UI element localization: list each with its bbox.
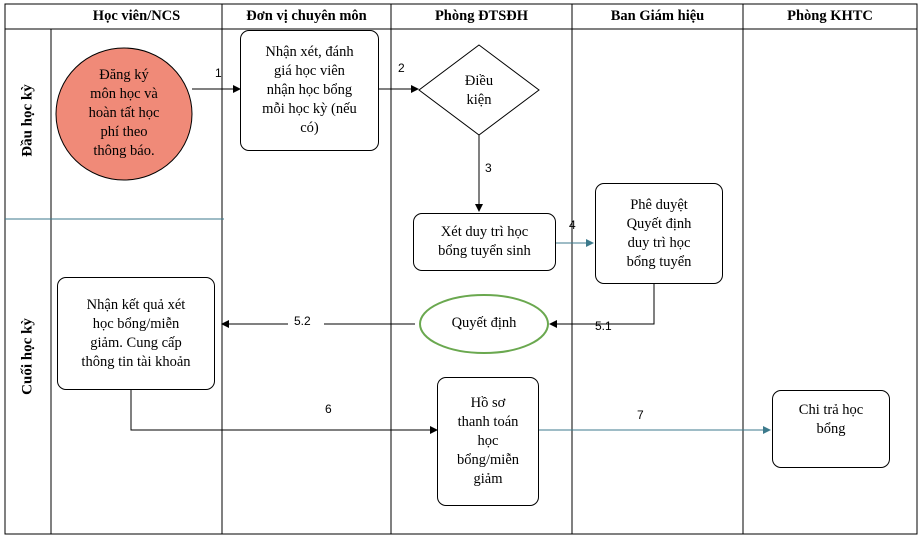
pay-node: Chi trả học bổng xyxy=(772,390,890,468)
step-label-1: 1 xyxy=(215,66,222,80)
lane-title-board: Ban Giám hiệu xyxy=(610,7,705,24)
phase-title-start: Đầu học kỳ xyxy=(19,84,36,157)
decision-node-shape xyxy=(419,294,549,354)
lane-title-finance: Phòng KHTC xyxy=(787,7,873,24)
step-label-7: 7 xyxy=(637,408,644,422)
dossier-node: Hồ sơ thanh toán học bổng/miễn giảm xyxy=(437,377,539,506)
condition-node: Điều kiện xyxy=(464,73,494,108)
arrow-6 xyxy=(130,390,438,434)
approve-node: Phê duyệt Quyết định duy trì học bổng tu… xyxy=(595,183,723,284)
lane-title-department: Đơn vị chuyên môn xyxy=(246,7,367,24)
decision-node: Quyết định xyxy=(451,315,517,331)
lane-title-student: Học viên/NCS xyxy=(92,7,181,24)
phase-title-end: Cuối học kỳ xyxy=(19,318,36,395)
register-node-shape xyxy=(55,47,193,181)
step-label-3: 3 xyxy=(485,161,492,175)
evaluate-node: Nhận xét, đánh giá học viên nhận học bổn… xyxy=(240,30,379,151)
step-label-4: 4 xyxy=(569,218,576,232)
step-label-5-1: 5.1 xyxy=(595,319,612,333)
maintain-node: Xét duy trì học bổng tuyển sinh xyxy=(413,213,556,271)
receive-node: Nhận kết quả xét học bổng/miễn giảm. Cun… xyxy=(57,277,215,390)
step-label-5-2: 5.2 xyxy=(294,314,311,328)
outer-frame xyxy=(4,3,918,535)
step-label-2: 2 xyxy=(398,61,405,75)
step-label-6: 6 xyxy=(325,402,332,416)
arrow-5-1 xyxy=(549,284,655,328)
register-node: Đăng ký môn học và hoàn tất học phí theo… xyxy=(88,67,160,159)
lane-title-graduate-office: Phòng ĐTSĐH xyxy=(434,7,529,24)
